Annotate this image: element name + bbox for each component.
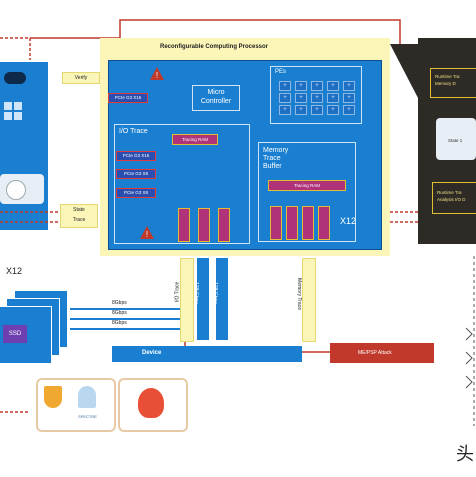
pe-cell: + <box>343 105 355 115</box>
right-state-card: State 1 <box>436 118 476 160</box>
ssd-chip: SSD <box>3 325 27 343</box>
io-trace-bus: I/O Trace <box>174 258 194 342</box>
io-trace-channel <box>218 208 230 242</box>
gbps-bus-2: 128 Gbps <box>212 258 228 340</box>
pes-label: PEs <box>275 69 287 75</box>
right-bottom-label: Runtime Tra Analysis I/O D <box>437 190 466 202</box>
io-trace-label: I/O Trace <box>119 128 148 135</box>
pe-cell: + <box>279 105 291 115</box>
pe-cell: + <box>279 81 291 91</box>
pcie-top-port: PCIe G3 X16 <box>108 93 148 103</box>
pcie-port-1: PCIe G3 X16 <box>116 151 156 161</box>
bus-row-label-2: 8Gbps <box>112 310 127 316</box>
gbps-bus-1-label: 128 Gbps <box>192 282 199 304</box>
svg-text:!: ! <box>146 230 148 239</box>
device-label: Device <box>142 350 162 356</box>
processor-title: Reconfigurable Computing Processor <box>160 44 269 50</box>
pe-cell: + <box>295 93 307 103</box>
memory-trace-channel <box>302 206 314 240</box>
verify-label: Verify <box>62 72 100 84</box>
computer-icon <box>0 174 44 204</box>
pe-cell: + <box>279 93 291 103</box>
svg-text:!: ! <box>156 71 158 80</box>
right-top-label: Runtime Tra Memory D <box>435 74 460 86</box>
watermark: 头 <box>456 444 474 465</box>
memory-trace-bus-label: Memory Trace <box>295 278 302 310</box>
pe-cell: + <box>311 93 323 103</box>
processor-x12: X12 <box>340 216 357 226</box>
processor-outer: Reconfigurable Computing Processor <box>100 38 390 256</box>
spectre-label: SPECTRE <box>78 414 97 419</box>
tracing-ram-mem: Tracing RAM <box>268 180 346 191</box>
right-top-chip: Runtime Tra Memory D <box>430 68 476 98</box>
meltdown-shield-icon <box>44 386 62 408</box>
attack-label: ME/PSP Attack <box>358 350 392 356</box>
right-dashed-arrows <box>465 256 475 426</box>
device-bar: Device <box>112 346 302 362</box>
bus-row-label-3: 8Gbps <box>112 320 127 326</box>
pcie-port-3: PCIe G3 X8 <box>116 188 156 198</box>
micro-controller: Micro Controller <box>192 85 240 111</box>
pe-cell: + <box>311 81 323 91</box>
bus-row <box>70 328 180 330</box>
memory-trace-channel <box>286 206 298 240</box>
bus-row-label-1: 8Gbps <box>112 300 127 306</box>
fire-box <box>118 378 188 432</box>
warning-icon-lower: ! <box>140 226 154 244</box>
ssd-card: SSD <box>0 306 52 364</box>
memory-trace-channel <box>270 206 282 240</box>
state-trace-label: State Trace <box>60 204 98 228</box>
host-computer-panel <box>0 62 48 230</box>
tracing-ram-top: Tracing RAM <box>172 134 218 145</box>
pe-cell: + <box>295 105 307 115</box>
gbps-row-2: 128 Gbps <box>64 172 86 178</box>
pe-cell: + <box>343 93 355 103</box>
pe-cell: + <box>327 93 339 103</box>
pes-grid: PEs + + + + + + + + + + + + + + + <box>270 66 362 124</box>
pe-cell: + <box>343 81 355 91</box>
gbps-row-1: 128 Gbps <box>64 156 86 162</box>
pcie-port-2: PCIe G3 X8 <box>116 169 156 179</box>
io-trace-channel <box>198 208 210 242</box>
io-trace-channel <box>178 208 190 242</box>
memory-trace-channel <box>318 206 330 240</box>
memory-trace-label: Memory Trace Buffer <box>263 147 289 170</box>
pe-cell: + <box>311 105 323 115</box>
memory-trace-region: Memory Trace Buffer <box>258 142 356 242</box>
spectre-ghost-icon <box>78 386 96 408</box>
memory-trace-bus: Memory Trace <box>296 258 316 342</box>
bus-row <box>70 318 180 320</box>
right-bottom-chip: Runtime Tra Analysis I/O D <box>432 182 476 214</box>
attack-box: ME/PSP Attack <box>330 343 434 363</box>
gbps-bus-1: 128 Gbps <box>193 258 209 340</box>
bus-row <box>70 308 180 310</box>
right-panel-funnel <box>390 44 418 98</box>
gbps-row-3: 128 Gbps <box>64 190 86 196</box>
gbps-64: 64Gbps <box>66 96 84 102</box>
left-x12-label: X12 <box>6 266 23 276</box>
right-state-label: State 1 <box>448 138 463 143</box>
io-trace-bus-label: I/O Trace <box>174 281 181 303</box>
threat-icons-box: SPECTRE <box>36 378 116 432</box>
gbps-bus-2-label: 128 Gbps <box>211 282 218 304</box>
pe-cell: + <box>327 105 339 115</box>
fire-icon <box>138 388 164 418</box>
gamepad-icon <box>4 72 26 84</box>
io-trace-region: I/O Trace <box>114 124 250 244</box>
warning-icon: ! <box>150 67 164 85</box>
pe-cell: + <box>327 81 339 91</box>
windows-icon <box>4 102 22 120</box>
pe-cell: + <box>295 81 307 91</box>
